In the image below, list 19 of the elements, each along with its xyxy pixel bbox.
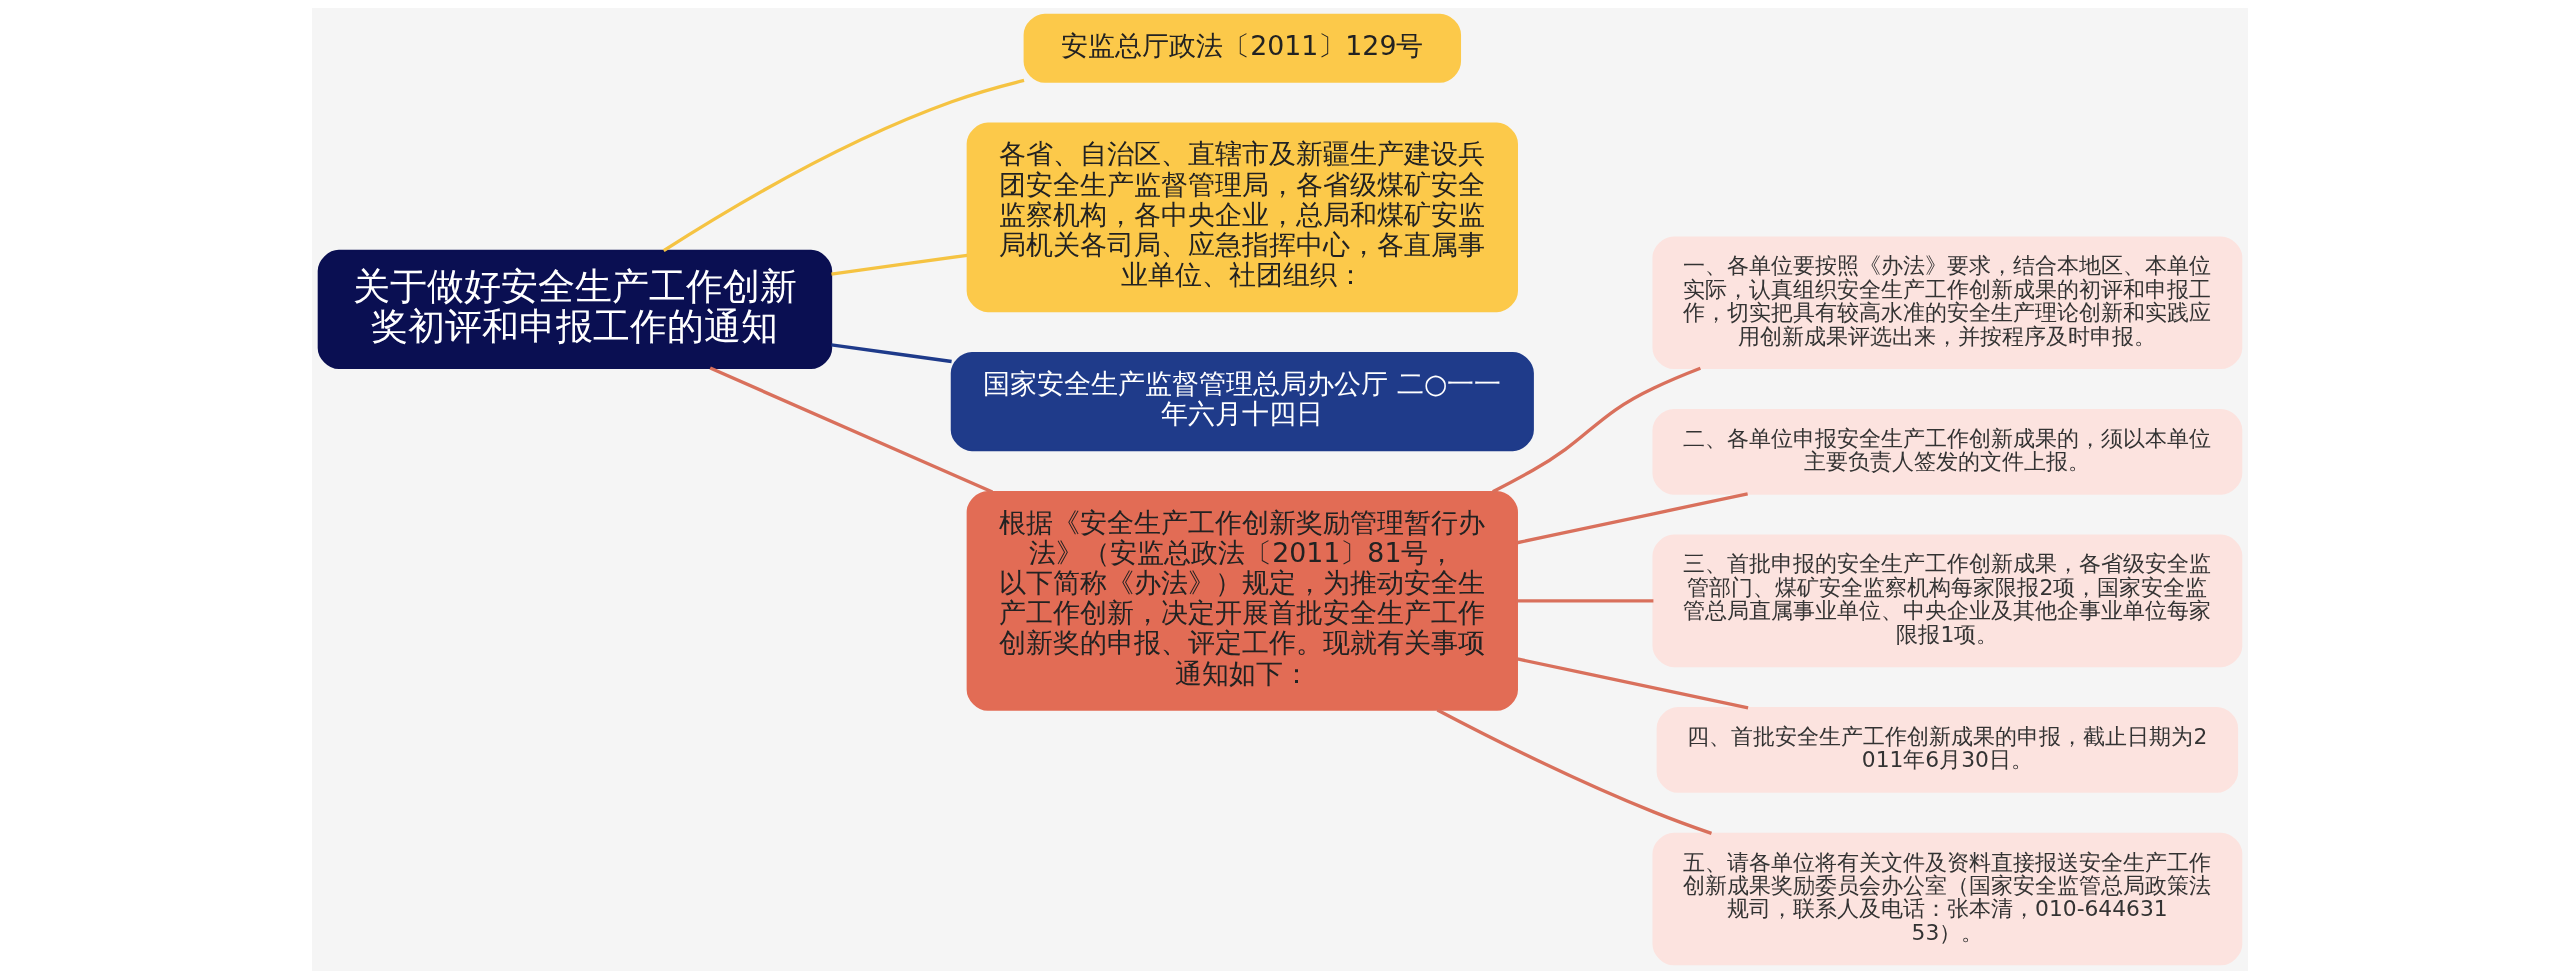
connector bbox=[831, 253, 968, 276]
connector bbox=[831, 343, 952, 364]
connector bbox=[1516, 657, 1749, 710]
connector bbox=[1492, 366, 1701, 494]
node-box: 二、各单位申报安全生产工作创新成果的，须以本单位主要负责人签发的文件上报。 bbox=[1652, 408, 2243, 495]
node-box: 安监总厅政法〔2011〕129号 bbox=[1023, 13, 1462, 83]
connector bbox=[662, 78, 1025, 252]
node-box: 五、请各单位将有关文件及资料直接报送安全生产工作创新成果奖励委员会办公室（国家安全监管总局政策法规司，联系人及电话：张本清，010-64463153）。 bbox=[1652, 832, 2243, 966]
connector bbox=[709, 366, 994, 494]
node-box: 国家安全生产监督管理总局办公厅 二○一一年六月十四日 bbox=[950, 352, 1534, 452]
connector bbox=[1517, 599, 1654, 603]
node-box: 各省、自治区、直辖市及新疆生产建设兵团安全生产监督管理局，各省级煤矿安全监察机构，各中央企业，总局和煤矿安监局机关各司局、应急指挥中心，各直属事业单位、社团组织： bbox=[966, 122, 1518, 313]
node-box: 关于做好安全生产工作创新奖初评和申报工作的通知 bbox=[317, 249, 833, 370]
node-box: 四、首批安全生产工作创新成果的申报，截止日期为2011年6月30日。 bbox=[1656, 707, 2239, 793]
connector bbox=[1436, 708, 1713, 835]
node-box: 根据《安全生产工作创新奖励管理暂行办法》（安监总政法〔2011〕81号，以下简称《办法》）规定，为推动安全生产工作创新，决定开展首批安全生产工作创新奖的申报、评定工作。现就有关事项通知如下： bbox=[966, 491, 1518, 711]
node-box: 一、各单位要按照《办法》要求，结合本地区、本单位实际，认真组织安全生产工作创新成果的初评和申报工作，切实把具有较高水准的安全生产理论创新和实践应用创新成果评选出来，并按程序及时申报。 bbox=[1652, 236, 2243, 370]
node-box: 三、首批申报的安全生产工作创新成果，各省级安全监管部门、煤矿安全监察机构每家限报2项，国家安全监管总局直属事业单位、中央企业及其他企事业单位每家限报1项。 bbox=[1652, 534, 2243, 668]
connector bbox=[1516, 492, 1748, 545]
